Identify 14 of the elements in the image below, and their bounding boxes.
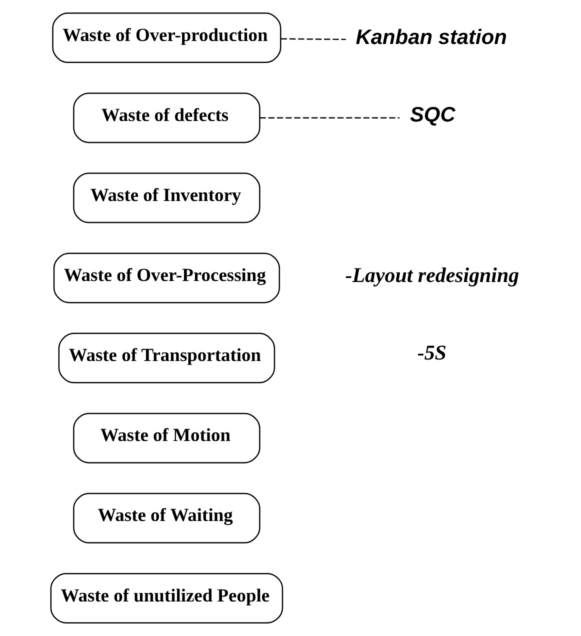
node-box: Waste of Over-Processing xyxy=(53,252,280,304)
node-text: SQC xyxy=(410,104,456,127)
label: -Layout redesigning xyxy=(345,262,520,287)
node-text: Kanban station xyxy=(356,26,507,50)
node-box: Waste of Transportation xyxy=(58,332,276,384)
node-box: Waste of Waiting xyxy=(73,492,260,544)
connector xyxy=(280,38,346,40)
node-box: Waste of defects xyxy=(73,92,260,144)
label: -5S xyxy=(417,340,446,364)
node-box: Waste of Motion xyxy=(73,412,260,464)
node-box: Waste of unutilized People xyxy=(50,572,284,624)
node-box: Waste of Over-production xyxy=(52,12,282,64)
node-box: Waste of Inventory xyxy=(73,172,260,224)
connector xyxy=(260,117,400,118)
